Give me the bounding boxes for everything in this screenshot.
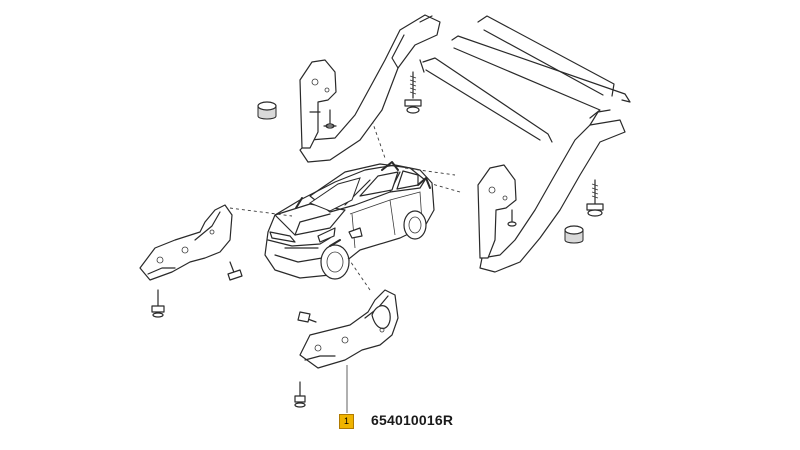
hinge-arm-upper-left <box>299 14 441 163</box>
bolt-upper-center <box>404 71 422 114</box>
bolt-right <box>586 179 604 217</box>
car-illustration <box>264 161 435 280</box>
callout-index-box[interactable]: 1 <box>339 414 354 429</box>
part-number-label[interactable]: 654010016R <box>371 412 454 428</box>
hinge-front-lower[interactable] <box>294 289 399 408</box>
leader-lines <box>229 114 461 291</box>
support-rods <box>419 15 631 143</box>
rubber-stop-right <box>564 225 584 244</box>
rubber-stop-upper-left <box>257 101 277 120</box>
hinge-front-left <box>139 204 243 318</box>
hinge-arm-right <box>477 109 626 273</box>
